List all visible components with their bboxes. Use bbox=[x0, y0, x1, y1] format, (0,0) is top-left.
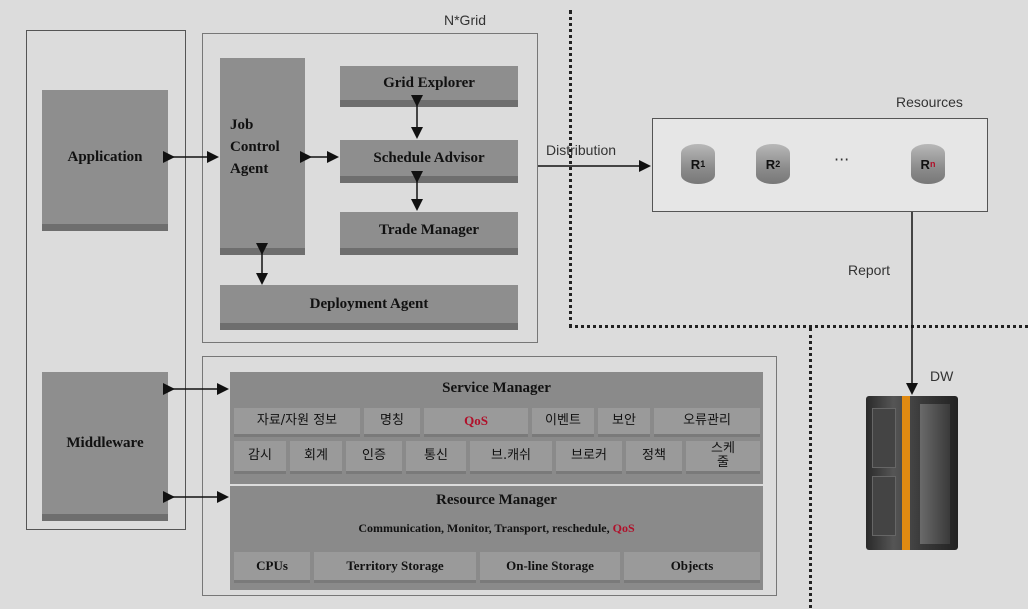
schedule-advisor: Schedule Advisor bbox=[340, 140, 518, 176]
resource-manager-title: Resource Manager bbox=[436, 492, 557, 508]
deployment-agent: Deployment Agent bbox=[220, 285, 518, 323]
svc-cell-cache: 브.캐쉬 bbox=[470, 441, 552, 471]
resource-manager-services-text: Communication, Monitor, Transport, resch… bbox=[358, 521, 613, 535]
ngrid-title: N*Grid bbox=[444, 12, 487, 28]
report-label: Report bbox=[848, 262, 891, 278]
resource-rn-label: R bbox=[920, 156, 930, 172]
boundary-dotted-vertical-bottom bbox=[809, 328, 812, 608]
svc-cell-security: 보안 bbox=[598, 408, 650, 434]
svc-cell-data-info: 자료/자원 정보 bbox=[234, 408, 360, 434]
distribution-label: Distribution bbox=[546, 142, 617, 158]
boundary-dotted-horizontal bbox=[569, 325, 1028, 328]
resource-r2-label: R bbox=[765, 156, 776, 172]
rm-cell-objects: Objects bbox=[624, 552, 760, 580]
svc-cell-event: 이벤트 bbox=[532, 408, 594, 434]
grid-explorer: Grid Explorer bbox=[340, 66, 518, 100]
resource-rn-sub: n bbox=[929, 159, 936, 169]
trade-manager: Trade Manager bbox=[340, 212, 518, 248]
manager-frame bbox=[202, 356, 777, 596]
svc-cell-fault: 오류관리 bbox=[654, 408, 760, 434]
svc-cell-policy: 정책 bbox=[626, 441, 682, 471]
svc-cell-naming: 명칭 bbox=[364, 408, 420, 434]
svc-cell-qos: QoS bbox=[424, 408, 528, 434]
dw-label: DW bbox=[930, 368, 954, 384]
resources-title: Resources bbox=[896, 94, 963, 110]
rm-cell-cpus: CPUs bbox=[234, 552, 310, 580]
boundary-dotted-vertical-top bbox=[569, 10, 572, 328]
rm-cell-online: On-line Storage bbox=[480, 552, 620, 580]
resource-r1-sub: 1 bbox=[700, 159, 706, 169]
svc-cell-broker: 브로커 bbox=[556, 441, 622, 471]
middleware-box: Middleware bbox=[42, 372, 168, 514]
ngrid-frame bbox=[202, 33, 538, 343]
service-manager-title: Service Manager bbox=[442, 380, 551, 396]
svc-cell-comm: 통신 bbox=[406, 441, 466, 471]
resource-r1-label: R bbox=[690, 156, 701, 172]
svc-cell-monitor: 감시 bbox=[234, 441, 286, 471]
svc-cell-accounting: 회계 bbox=[290, 441, 342, 471]
resource-ellipsis: ··· bbox=[834, 150, 850, 169]
resource-r2-sub: 2 bbox=[775, 159, 781, 169]
job-control-agent-label: Job Control Agent bbox=[230, 117, 280, 177]
resource-manager-services-qos: QoS bbox=[612, 521, 635, 535]
application-box: Application bbox=[42, 90, 168, 224]
job-control-agent: Job Control Agent bbox=[220, 58, 305, 248]
svc-cell-scheduler: 스케줄 bbox=[686, 441, 760, 471]
dw-server-icon bbox=[866, 396, 958, 550]
resource-manager-services: Communication, Monitor, Transport, resch… bbox=[230, 521, 763, 536]
left-frame bbox=[26, 30, 186, 530]
rm-cell-territory: Territory Storage bbox=[314, 552, 476, 580]
svc-cell-auth: 인증 bbox=[346, 441, 402, 471]
